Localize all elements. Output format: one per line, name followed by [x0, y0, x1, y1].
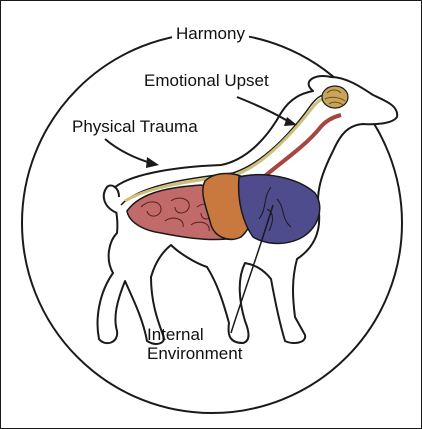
internal-label-line2: Environment — [147, 344, 242, 363]
harmony-label: Harmony — [172, 24, 249, 43]
internal-environment-label: Internal Environment — [147, 325, 242, 363]
physical-trauma-arrowhead — [146, 157, 159, 168]
physical-trauma-label: Physical Trauma — [72, 117, 198, 136]
emotional-upset-label: Emotional Upset — [144, 71, 269, 90]
internal-label-line1: Internal — [147, 325, 242, 344]
dog-tail — [104, 185, 119, 213]
physical-trauma-arrow — [105, 139, 151, 163]
